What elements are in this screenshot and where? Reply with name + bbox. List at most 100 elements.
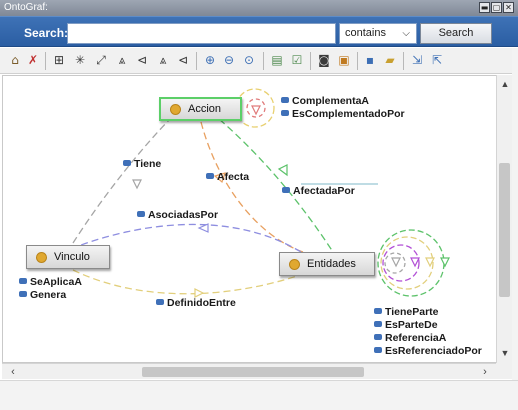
node-label: Entidades [307, 258, 356, 270]
edge-vinculo-accion-gray [72, 115, 174, 244]
close-icon[interactable]: ✕ [503, 2, 514, 13]
config-icon[interactable]: ☑ [291, 53, 303, 67]
scroll-corner [496, 363, 512, 379]
property-icon [19, 291, 27, 297]
edge-label-tiene-parte[interactable]: TieneParte [374, 306, 439, 318]
property-icon [374, 321, 382, 327]
edge-label-referencia-a[interactable]: ReferenciaA [374, 332, 446, 344]
class-dot-icon [289, 259, 300, 270]
toolbar-separator [45, 52, 46, 70]
property-icon [156, 299, 164, 305]
snapshot-icon[interactable]: ◙ [318, 53, 330, 67]
home-icon[interactable]: ⌂ [11, 53, 19, 67]
grid-layout-icon[interactable]: ⊞ [53, 53, 65, 67]
property-icon [123, 160, 131, 166]
radial-layout-icon[interactable]: ✳ [74, 53, 86, 67]
arrowhead-entidades-gray [391, 257, 401, 268]
class-dot-icon [170, 104, 181, 115]
edge-label-se-aplica-a[interactable]: SeAplicaA [19, 276, 82, 288]
edge-label-es-complementado-por[interactable]: EsComplementadoPor [281, 108, 405, 120]
vertical-scrollbar[interactable]: ▲ ▼ [496, 75, 512, 363]
edge-label-asociadas-por[interactable]: AsociadasPor [137, 209, 218, 221]
arrowhead-entidades-yellow [425, 257, 435, 268]
arrowhead-yellow [194, 288, 205, 298]
arrowhead-entidades-purple [410, 257, 420, 268]
scroll-down-icon[interactable]: ▼ [500, 348, 510, 358]
self-loop-accion-red [246, 98, 266, 118]
toolbar-separator [263, 52, 264, 70]
node-label: Vinculo [54, 251, 90, 263]
self-loop-entidades-gray [384, 252, 406, 274]
node-accion[interactable]: Accion [159, 97, 242, 121]
node-vinculo[interactable]: Vinculo [26, 245, 110, 269]
property-icon [374, 308, 382, 314]
edge-label-es-parte-de[interactable]: EsParteDe [374, 319, 438, 331]
zoom-in-icon[interactable]: ⊕ [204, 53, 216, 67]
horizontal-scrollbar[interactable]: ‹ › [2, 363, 496, 379]
property-icon [206, 173, 214, 179]
tree-down-icon[interactable]: ⩓ [118, 53, 126, 67]
self-loop-entidades-green [377, 229, 445, 297]
arrowhead-accion-loop-red [251, 105, 261, 116]
toolbar-separator [403, 52, 404, 70]
edge-vinculo-entidades-yellow [72, 269, 304, 295]
edge-label-tiene[interactable]: Tiene [123, 158, 161, 170]
edge-accion-entidades-orange [200, 121, 304, 253]
window-right-border [512, 48, 518, 380]
edge-label-es-referenciado-por[interactable]: EsReferenciadoPor [374, 345, 482, 357]
match-mode-dropdown[interactable]: contains ⌵ [339, 23, 417, 44]
property-icon [374, 334, 382, 340]
status-bar [0, 380, 518, 410]
restore-icon[interactable]: ▢ [491, 2, 502, 13]
window-titlebar: OntoGraf: ▬ ▢ ✕ [0, 0, 518, 16]
chevron-down-icon: ⌵ [402, 28, 410, 39]
search-button[interactable]: Search [420, 23, 492, 44]
graph-toolbar: ⌂ ✗ ⊞ ✳ ⤢ ⩓ ⊲ ⩓ ⊲ ⊕ ⊖ ⊙ ▤ ☑ ◙ ▣ ▪ ▰ ⇲ ⇱ [0, 48, 518, 74]
edge-label-afecta[interactable]: Afecta [206, 171, 249, 183]
horizontal-scroll-thumb[interactable] [142, 367, 364, 377]
property-icon [19, 278, 27, 284]
tree-left-icon[interactable]: ⊲ [136, 53, 148, 67]
self-loop-entidades-yellow [380, 236, 434, 290]
edge-label-genera[interactable]: Genera [19, 289, 66, 301]
edge-label-complementa-a[interactable]: ComplementaA [281, 95, 369, 107]
window-controls: ▬ ▢ ✕ [479, 2, 514, 13]
zoom-fit-icon[interactable]: ⊙ [243, 53, 255, 67]
graph-edges [72, 88, 450, 298]
graph-canvas[interactable]: Accion Vinculo Entidades ComplementaA Es… [2, 75, 496, 363]
filter-icon[interactable]: ▤ [271, 53, 283, 67]
scroll-up-icon[interactable]: ▲ [500, 79, 510, 89]
export-image-icon[interactable]: ▣ [338, 53, 350, 67]
match-mode-value: contains [345, 27, 386, 39]
horizontal-tree-icon[interactable]: ⊲ [177, 53, 189, 67]
search-bar: Search: contains ⌵ Search [0, 16, 518, 47]
search-label: Search: [24, 26, 69, 40]
zoom-out-icon[interactable]: ⊖ [223, 53, 235, 67]
property-icon [137, 211, 145, 217]
edge-accion-entidades-green [210, 111, 334, 253]
arrowhead-entidades-green [440, 257, 450, 268]
search-input[interactable] [67, 23, 336, 44]
minimize-icon[interactable]: ▬ [479, 2, 490, 13]
spring-layout-icon[interactable]: ⤢ [96, 53, 106, 67]
export-icon[interactable]: ⇱ [431, 53, 443, 67]
scroll-left-icon[interactable]: ‹ [11, 366, 15, 378]
vertical-tree-icon[interactable]: ⩓ [159, 53, 167, 67]
scroll-right-icon[interactable]: › [483, 366, 487, 378]
node-label: Accion [188, 103, 222, 115]
property-icon [281, 110, 289, 116]
remove-node-icon[interactable]: ✗ [27, 53, 39, 67]
toolbar-separator [357, 52, 358, 70]
edge-label-afectada-por[interactable]: AfectadaPor [282, 185, 355, 197]
class-dot-icon [36, 252, 47, 263]
vertical-scroll-thumb[interactable] [499, 163, 510, 297]
edge-label-definido-entre[interactable]: DefinidoEntre [156, 297, 236, 309]
node-entidades[interactable]: Entidades [279, 252, 375, 276]
arrowhead-orange [213, 172, 226, 184]
property-icon [281, 97, 289, 103]
window-title: OntoGraf: [4, 2, 48, 13]
import-icon[interactable]: ⇲ [411, 53, 423, 67]
save-icon[interactable]: ▪ [365, 53, 375, 67]
open-icon[interactable]: ▰ [385, 53, 395, 67]
arrowhead-gray [132, 179, 142, 190]
